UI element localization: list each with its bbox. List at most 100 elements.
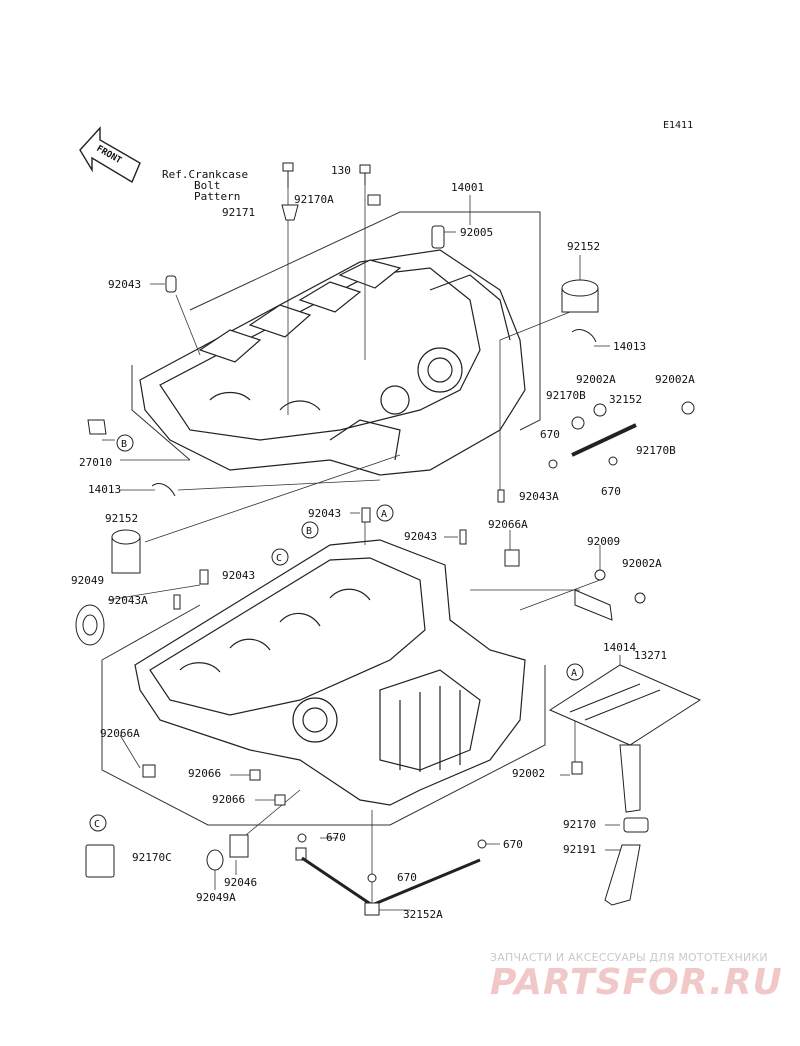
dowel-part (199, 569, 209, 585)
part-label: 92066 (212, 793, 245, 806)
upper-crankcase (139, 249, 526, 476)
dowel-part (165, 275, 177, 293)
part-label: 130 (331, 164, 351, 177)
part-label: 92191 (563, 843, 596, 856)
part-label: 92043A (108, 594, 148, 607)
lower-crankcase (134, 539, 526, 806)
bearing-part (229, 834, 249, 858)
watermark-tagline: ЗАПЧАСТИ И АКСЕССУАРЫ ДЛЯ МОТОТЕХНИКИ (490, 951, 768, 964)
part-label: 92170 (563, 818, 596, 831)
clamp-part (367, 194, 381, 206)
bolt-part (681, 401, 695, 415)
breather-part (87, 419, 107, 435)
part-label: 92043A (519, 490, 559, 503)
dowel-part (497, 489, 505, 503)
part-label: 92043 (308, 507, 341, 520)
oil-seal-part (206, 849, 224, 871)
part-label: 92170C (132, 851, 172, 864)
part-label: 92152 (105, 512, 138, 525)
svg-text:A: A (381, 509, 387, 520)
part-label: 92049A (196, 891, 236, 904)
half-ring-part (151, 483, 176, 497)
dowel-part (361, 507, 371, 523)
o-ring-part (608, 456, 618, 466)
svg-text:C: C (276, 553, 282, 564)
part-label: 92066A (488, 518, 528, 531)
diagram-code: E1411 (663, 120, 694, 131)
dowel-part (274, 794, 286, 806)
leader-lines (102, 180, 621, 911)
part-label: 92066A (100, 727, 140, 740)
part-label: 92043 (404, 530, 437, 543)
watermark-logo: PARTSFOR.RU (490, 962, 783, 1003)
callout-a-lower: A (566, 663, 584, 681)
svg-text:Pattern: Pattern (194, 190, 240, 203)
part-label: 14014 (603, 641, 636, 654)
part-label: 92046 (224, 876, 257, 889)
part-labels: 130 14001 92171 92170A 92005 92152 92043… (71, 164, 695, 921)
part-label: 670 (503, 838, 523, 851)
o-ring-part (477, 839, 487, 849)
part-label: 92002A (576, 373, 616, 386)
part-label: 92049 (71, 574, 104, 587)
part-label: 92043 (222, 569, 255, 582)
part-label: 92170B (546, 389, 586, 402)
part-label: 92066 (188, 767, 221, 780)
dowel-part (431, 225, 445, 249)
bushing-part (142, 764, 156, 778)
hose-part (604, 844, 641, 906)
fitting-part (295, 847, 307, 861)
ref-note: Ref.Crankcase Bolt Pattern (162, 168, 248, 203)
part-label: 92002 (512, 767, 545, 780)
part-label: 14001 (451, 181, 484, 194)
fitting-part (364, 902, 380, 916)
clip-part (85, 844, 115, 878)
svg-text:C: C (94, 819, 100, 830)
bolt-part (594, 569, 606, 581)
part-label: 92170B (636, 444, 676, 457)
bolt-part (571, 761, 583, 775)
part-label: 32152A (403, 908, 443, 921)
half-ring-part (571, 329, 597, 343)
bolt-part (571, 416, 585, 430)
o-ring-part (548, 459, 558, 469)
bolt-part (359, 164, 371, 174)
callout-c-lower: C (271, 548, 289, 566)
callout-a-upper: A (376, 504, 394, 522)
bolt-part (593, 403, 607, 417)
part-label: 92043 (108, 278, 141, 291)
bushing-part (504, 549, 520, 567)
part-label: 92002A (622, 557, 662, 570)
o-ring-part (367, 873, 377, 883)
part-label: 92171 (222, 206, 255, 219)
part-label: 92170A (294, 193, 334, 206)
bolt-part (282, 162, 294, 172)
part-label: 13271 (634, 649, 667, 662)
part-label: 32152 (609, 393, 642, 406)
part-label: 92009 (587, 535, 620, 548)
part-label: 670 (397, 871, 417, 884)
part-label: 92152 (567, 240, 600, 253)
small-parts (75, 162, 702, 916)
svg-text:B: B (121, 439, 127, 450)
dowel-part (459, 529, 467, 545)
front-direction-arrow: FRONT (79, 126, 141, 184)
callout-b-lower: B (301, 521, 319, 539)
part-label: 14013 (88, 483, 121, 496)
part-label: 92002A (655, 373, 695, 386)
part-label: 92005 (460, 226, 493, 239)
part-label: 670 (540, 428, 560, 441)
oil-pipe-part (574, 589, 613, 621)
callout-b-breather: B (116, 434, 134, 452)
oil-screen-part (548, 664, 702, 746)
svg-text:A: A (571, 668, 577, 679)
o-ring-part (297, 833, 307, 843)
callouts: A A B B C C (89, 434, 584, 832)
clamp-part (281, 204, 299, 221)
hose-part (619, 744, 641, 813)
clamp-part (623, 817, 649, 833)
part-label: 27010 (79, 456, 112, 469)
dowel-part (173, 594, 181, 610)
part-label: 14013 (613, 340, 646, 353)
